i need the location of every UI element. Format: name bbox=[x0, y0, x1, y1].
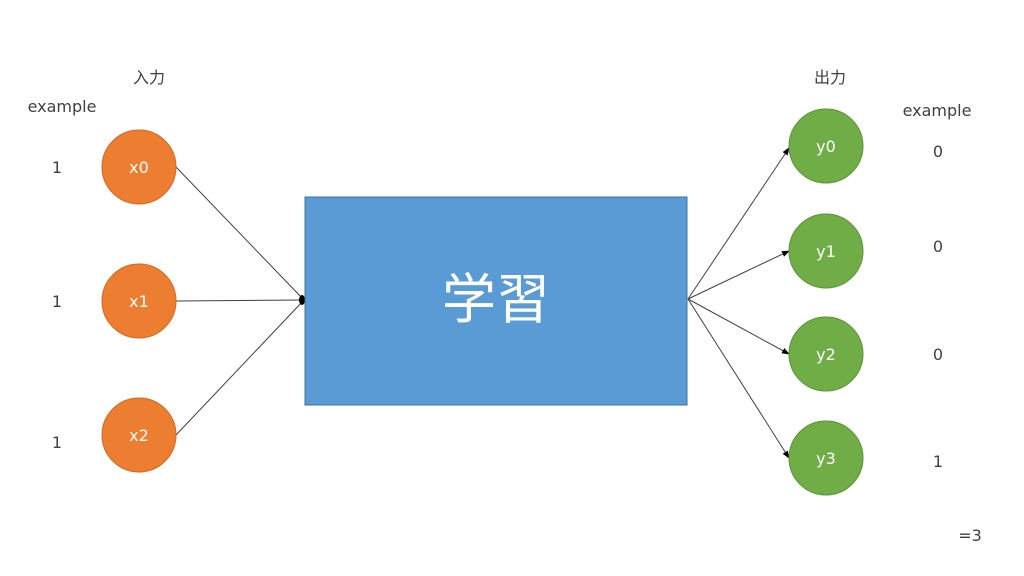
output-value-y1: 0 bbox=[933, 237, 943, 256]
output-node-y0: y0 bbox=[788, 108, 864, 184]
input-node-x2: x2 bbox=[101, 397, 177, 473]
output-node-y1: y1 bbox=[788, 213, 864, 289]
learning-box bbox=[304, 196, 688, 406]
input-node-x1: x1 bbox=[101, 263, 177, 339]
node-label: x0 bbox=[129, 158, 149, 177]
node-label: x1 bbox=[129, 292, 149, 311]
output-example-label: example bbox=[903, 101, 972, 120]
output-heading: 出力 bbox=[814, 68, 846, 87]
edge-y0 bbox=[687, 147, 790, 300]
node-label: y3 bbox=[816, 449, 836, 468]
node-label: x2 bbox=[129, 426, 149, 445]
junction-dot bbox=[299, 295, 305, 305]
learning-label: 学習 bbox=[442, 268, 550, 331]
output-node-y3: y3 bbox=[788, 420, 864, 496]
input-value-x1: 1 bbox=[52, 292, 62, 311]
edge-x1 bbox=[175, 299, 305, 302]
output-value-y2: 0 bbox=[933, 345, 943, 364]
output-value-y3: 1 bbox=[933, 452, 943, 471]
edge-x2 bbox=[175, 299, 305, 436]
output-result: =3 bbox=[958, 526, 982, 545]
input-heading: 入力 bbox=[133, 68, 165, 87]
node-label: y2 bbox=[816, 345, 836, 364]
node-label: y1 bbox=[816, 242, 836, 261]
output-value-y0: 0 bbox=[933, 142, 943, 161]
edge-x0 bbox=[175, 166, 305, 301]
edge-y2 bbox=[687, 298, 790, 355]
input-node-x0: x0 bbox=[101, 129, 177, 205]
input-value-x0: 1 bbox=[52, 158, 62, 177]
edge-y1 bbox=[687, 250, 790, 300]
edge-y3 bbox=[687, 298, 790, 459]
output-node-y2: y2 bbox=[788, 316, 864, 392]
input-value-x2: 1 bbox=[52, 433, 62, 452]
input-example-label: example bbox=[28, 97, 97, 116]
node-label: y0 bbox=[816, 137, 836, 156]
